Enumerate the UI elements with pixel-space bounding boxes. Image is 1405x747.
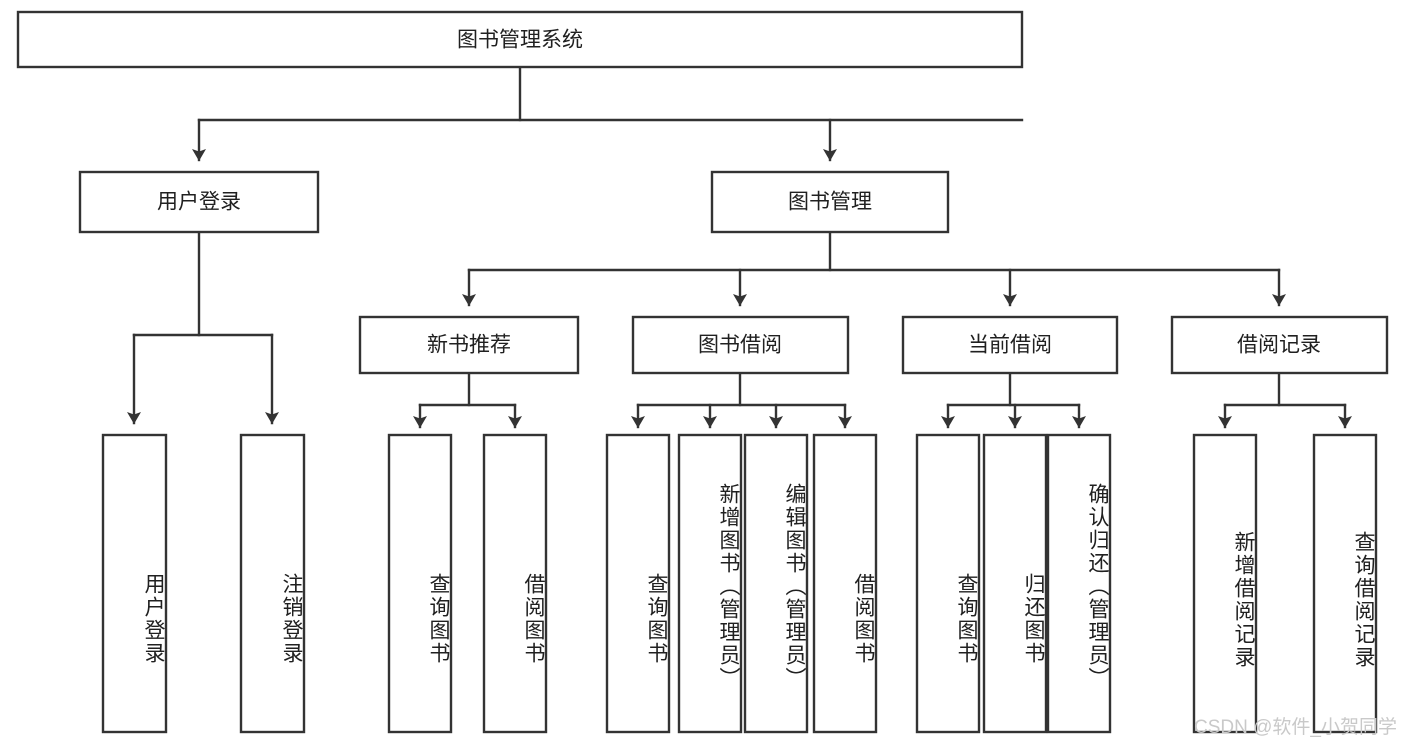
node-book-manage-label: 图书管理 — [788, 191, 872, 214]
node-user-login[interactable]: 用户登录 — [78, 170, 320, 234]
node-leaf-borrow-book-2[interactable] — [812, 433, 878, 734]
node-leaf-query-borrow-record[interactable] — [1312, 433, 1378, 734]
node-book-borrow[interactable]: 图书借阅 — [631, 315, 850, 375]
node-root[interactable]: 图书管理系统 — [16, 10, 1024, 69]
node-root-label: 图书管理系统 — [457, 29, 583, 52]
edge-layer — [127, 65, 1352, 429]
node-leaf-borrow-book-1[interactable] — [482, 433, 548, 734]
node-leaf-return-book[interactable] — [982, 433, 1048, 734]
node-leaf-edit-book-admin[interactable] — [743, 433, 809, 734]
node-borrow-record[interactable]: 借阅记录 — [1170, 315, 1389, 375]
node-leaf-query-book-1[interactable] — [387, 433, 453, 734]
node-leaf-add-borrow-record[interactable] — [1192, 433, 1258, 734]
node-current-borrow[interactable]: 当前借阅 — [901, 315, 1119, 375]
node-leaf-confirm-return-admin[interactable] — [1046, 433, 1112, 734]
node-leaf-user-logout[interactable] — [239, 433, 306, 734]
node-leaf-query-book-2[interactable] — [605, 433, 671, 734]
node-user-login-label: 用户登录 — [157, 191, 241, 214]
node-layer: 图书管理系统 用户登录 图书管理 新书推荐 图书借阅 当前 — [16, 10, 1389, 734]
csdn-watermark: CSDN @软件_小贺同学 — [1194, 717, 1397, 738]
node-leaf-user-login[interactable] — [101, 433, 168, 734]
node-book-manage[interactable]: 图书管理 — [710, 170, 950, 234]
node-new-book-recommend-label: 新书推荐 — [427, 334, 511, 357]
node-new-book-recommend[interactable]: 新书推荐 — [358, 315, 580, 375]
node-leaf-query-book-3[interactable] — [915, 433, 981, 734]
node-book-borrow-label: 图书借阅 — [698, 334, 782, 357]
node-borrow-record-label: 借阅记录 — [1237, 334, 1321, 357]
node-leaf-add-book-admin[interactable] — [677, 433, 743, 734]
node-current-borrow-label: 当前借阅 — [968, 334, 1052, 357]
